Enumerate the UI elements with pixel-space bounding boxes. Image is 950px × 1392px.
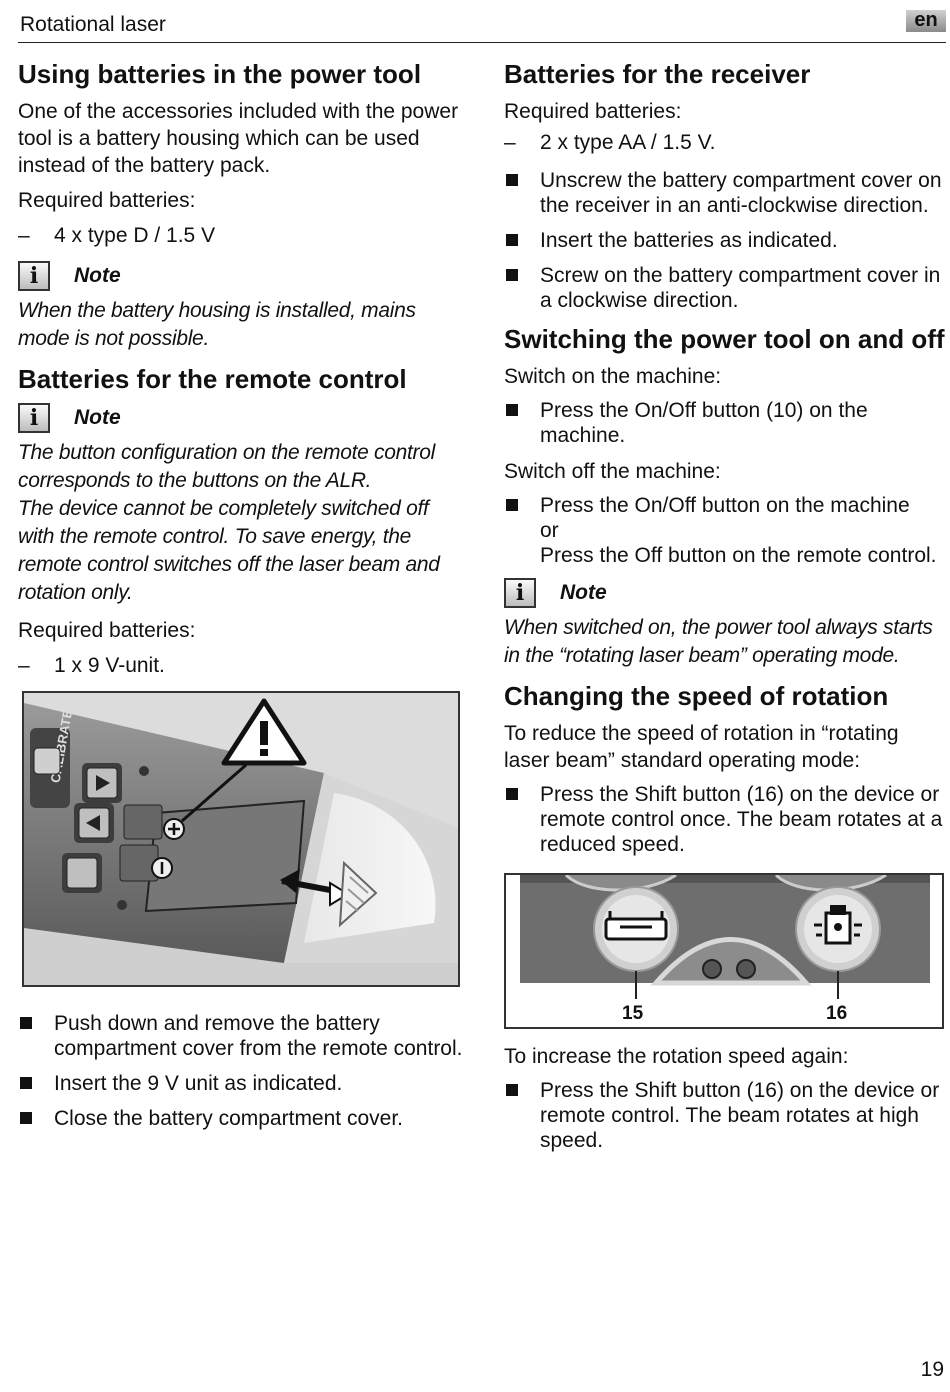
list-item: Screw on the battery compartment cover i… [504, 263, 946, 313]
info-icon [504, 578, 536, 608]
switch-on-label: Switch on the machine: [504, 365, 722, 388]
note-header: Note [18, 261, 464, 291]
control-panel-figure: 15 16 [504, 873, 944, 1029]
list-item: Press the On/Off button (10) on the mach… [504, 398, 946, 448]
right-column: Batteries for the receiver Required batt… [504, 58, 946, 1163]
battery-9v [119, 799, 306, 913]
note-text: The button configuration on the remote c… [18, 441, 435, 492]
required-batteries-label: Required batteries: [18, 189, 196, 212]
heading-switching-on-off: Switching the power tool on and off [504, 324, 945, 354]
list-item: Press the On/Off button on the machine o… [504, 493, 946, 568]
note-label: Note [74, 406, 121, 429]
info-icon [18, 261, 50, 291]
page-header: Rotational laser en [18, 10, 946, 43]
info-icon [18, 403, 50, 433]
language-badge: en [906, 10, 946, 32]
heading-batteries-remote: Batteries for the remote control [18, 364, 407, 394]
remote-buttons: CALIBRATE [30, 708, 149, 910]
note-header: Note [504, 578, 946, 608]
list-item: –1 x 9 V-unit. [18, 654, 165, 677]
heading-speed-rotation: Changing the speed of rotation [504, 681, 889, 711]
rotation-icon [814, 905, 862, 945]
heading-batteries-receiver: Batteries for the receiver [504, 59, 811, 89]
required-batteries-label: Required batteries: [504, 100, 682, 123]
note-text: When the battery housing is installed, m… [18, 299, 416, 350]
list-item: Insert the batteries as indicated. [504, 228, 946, 253]
note-label: Note [560, 581, 607, 604]
list-item: –2 x type AA / 1.5 V. [504, 131, 716, 154]
switch-off-label: Switch off the machine: [504, 460, 721, 483]
heading-batteries-power-tool: Using batteries in the power tool [18, 59, 422, 89]
note-text: When switched on, the power tool always … [504, 616, 933, 667]
remote-control-battery-figure: CALIBRATE [22, 691, 460, 987]
callout-15: 15 [622, 1003, 644, 1024]
list-item: Push down and remove the battery compart… [18, 1011, 464, 1061]
callout-16: 16 [826, 1003, 847, 1024]
slide-arrow-icon [280, 860, 378, 928]
note-label: Note [74, 264, 121, 287]
page-number: 19 [920, 1358, 944, 1381]
required-batteries-label: Required batteries: [18, 619, 196, 642]
list-item: Close the battery compartment cover. [18, 1106, 464, 1131]
paragraph-reduce-speed: To reduce the speed of rotation in “rota… [504, 722, 899, 772]
control-panel-illustration: 15 16 [506, 873, 942, 1027]
warning-triangle-icon [181, 698, 307, 823]
list-item: Press the Shift button (16) on the devic… [504, 1078, 946, 1153]
header-title: Rotational laser [20, 13, 166, 36]
left-column: Using batteries in the power tool One of… [18, 58, 464, 1141]
list-item: Insert the 9 V unit as indicated. [18, 1071, 464, 1096]
list-item: Unscrew the battery compartment cover on… [504, 168, 946, 218]
list-item: –4 x type D / 1.5 V [18, 224, 216, 247]
note-header: Note [18, 403, 464, 433]
level-icon [604, 917, 668, 941]
remote-control-illustration: CALIBRATE [24, 693, 458, 985]
list-item: Press the Shift button (16) on the devic… [504, 782, 946, 857]
paragraph-battery-housing: One of the accessories included with the… [18, 100, 459, 177]
note-text: The device cannot be completely switched… [18, 497, 440, 604]
paragraph-increase-speed: To increase the rotation speed again: [504, 1045, 849, 1068]
